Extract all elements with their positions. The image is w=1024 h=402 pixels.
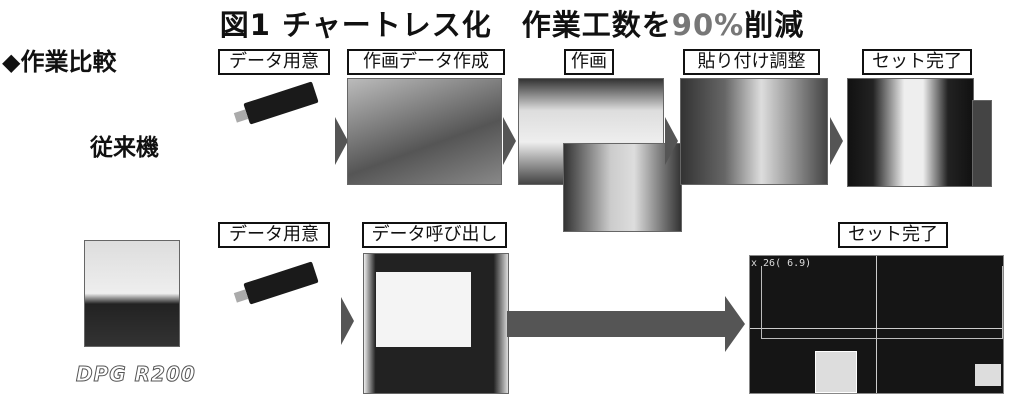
photo-set-complete [847,78,974,187]
photo-data-recall [363,253,509,394]
arrow-icon [341,297,354,345]
section-heading: ◆作業比較 [2,48,117,76]
result-screen: x 26( 6.9) [749,255,1004,394]
photo-attach-adjust [680,78,828,185]
arrow-icon [503,117,516,165]
axis-line [750,328,1003,329]
arrow-icon [665,117,678,165]
step-label: セット完了 [862,49,972,75]
arrow-icon [335,117,348,165]
long-arrow-head-icon [725,296,745,352]
dialog-window [376,272,471,347]
title-highlight: 90% [671,8,745,42]
arrow-icon [830,117,843,165]
blade-profile [761,266,1003,339]
usb-drive-image [243,81,319,125]
step-label: データ呼び出し [362,222,507,248]
title-text: 図1 チャートレス化 作業工数を [219,8,672,42]
step-label: 作画データ作成 [347,49,505,75]
photo-drawing-data [347,78,502,185]
long-arrow-shaft [507,311,725,337]
mini-window [815,351,857,393]
photo-edge [972,100,992,187]
control-panel [975,364,1001,386]
axis-line [876,256,877,393]
coordinate-readout: x 26( 6.9) [751,258,812,269]
machine-photo [84,240,180,347]
figure-title: 図1 チャートレス化 作業工数を90%削減 [0,2,1024,44]
step-label: データ用意 [218,49,330,75]
step-label: セット完了 [838,222,948,248]
conventional-machine-label: 従来機 [90,135,159,161]
step-label: 貼り付け調整 [683,49,820,75]
photo-chart-sheet [563,143,682,232]
step-label: 作画 [564,49,614,75]
machine-model-name: DPG R200 [76,362,196,387]
usb-drive-image [243,261,319,305]
title-suffix: 削減 [744,8,805,42]
step-label: データ用意 [218,222,330,248]
